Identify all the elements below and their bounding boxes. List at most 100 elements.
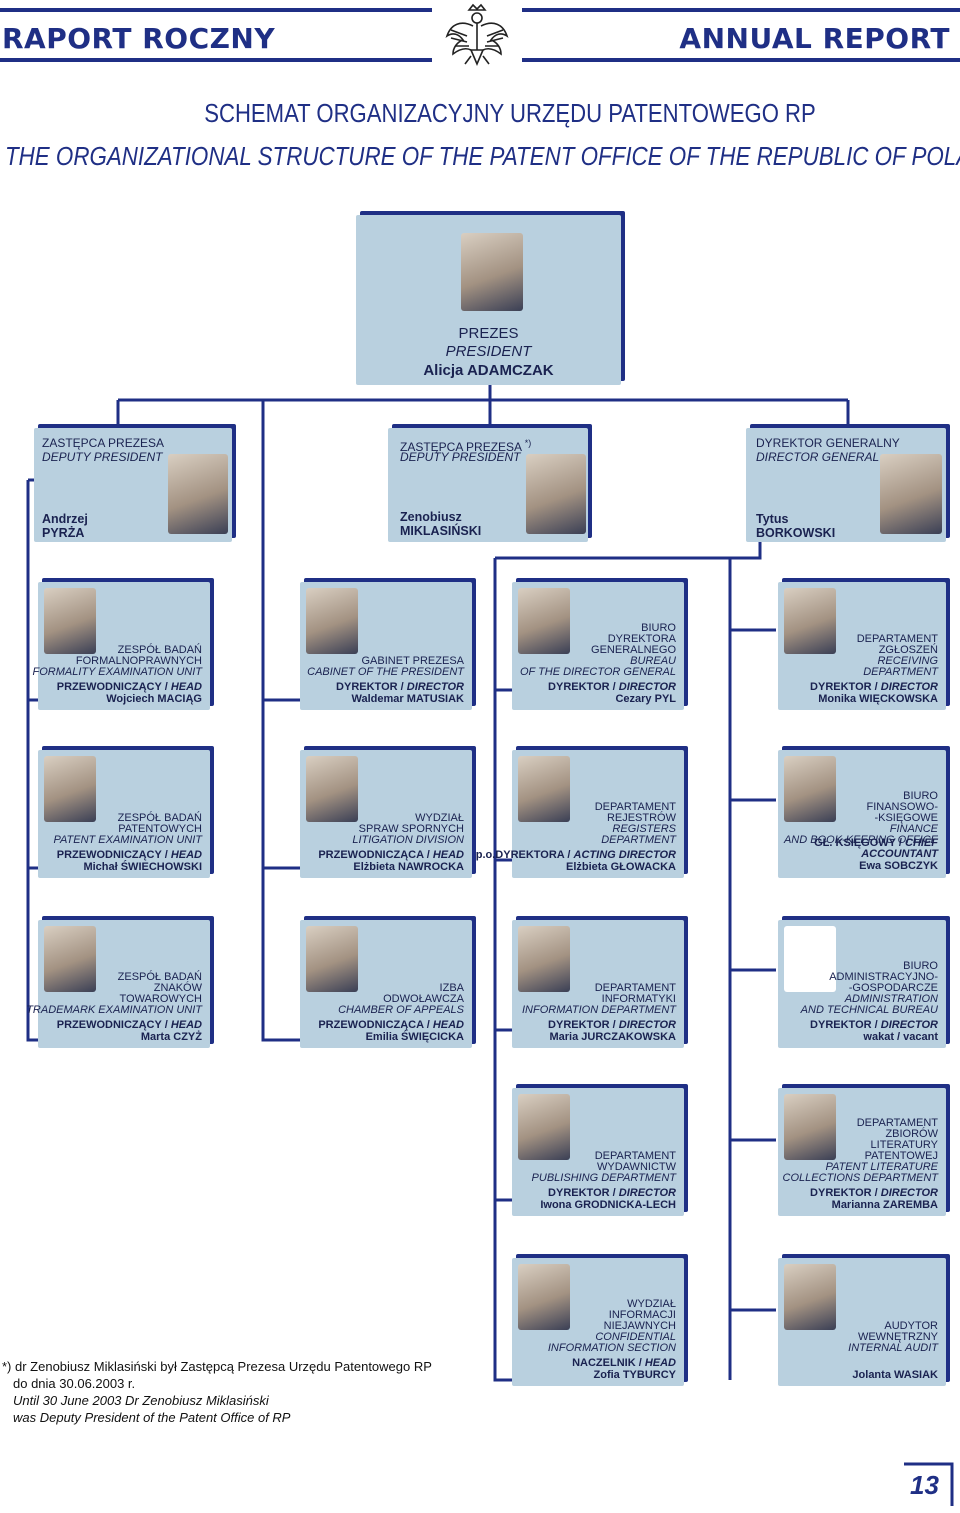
unit-title-en: DIRECTOR: [618, 1187, 676, 1199]
unit-label: -GOSPODARCZE: [848, 982, 938, 994]
header-left-title: RAPORT ROCZNY: [2, 22, 276, 55]
deputy-2-first-name: Zenobiusz: [400, 510, 462, 524]
president-name: Alicja ADAMCZAK: [423, 362, 554, 379]
unit-title: DYREKTOR / DIRECTOR: [336, 682, 464, 693]
unit-label: INFORMATION DEPARTMENT: [522, 1004, 676, 1016]
unit-label: REGISTERS: [612, 823, 676, 835]
unit-label: GABINET PREZESA: [361, 655, 465, 667]
footnote-line-3: Until 30 June 2003 Dr Zenobiusz Miklasiń…: [13, 1393, 269, 1408]
unit-person-name: Ewa SOBCZYK: [859, 860, 938, 872]
unit-label: ODWOŁAWCZA: [383, 993, 464, 1005]
unit-title-separator: /: [161, 849, 171, 861]
unit-title-pl: DYREKTOR: [810, 681, 872, 693]
unit-title-separator: /: [609, 1187, 619, 1199]
unit-label: AUDYTOR: [884, 1320, 938, 1332]
unit-title-pl: DYREKTOR: [548, 681, 610, 693]
unit-label: BUREAU: [630, 655, 676, 667]
unit-title-en: DIRECTOR: [618, 1019, 676, 1031]
unit-label: DEPARTAMENT: [594, 1150, 676, 1162]
unit-label: PATENTOWYCH: [118, 823, 202, 835]
unit-label: BIURO: [903, 960, 938, 972]
unit-label: RECEIVING: [877, 655, 938, 667]
unit-title-pl: DYREKTOR: [810, 1019, 872, 1031]
unit-title-pl: DYREKTOR: [810, 1187, 872, 1199]
unit-label: FINANSOWO-: [866, 801, 939, 813]
unit-label: WYDAWNICTW: [596, 1161, 676, 1173]
unit-photo: [306, 926, 358, 992]
unit-photo: [306, 756, 358, 822]
unit-person-name: Michał ŚWIECHOWSKI: [83, 861, 202, 873]
header-rule-right: [522, 8, 960, 12]
unit-label: TRADEMARK EXAMINATION UNIT: [26, 1004, 202, 1016]
unit-title-pl: DYREKTOR: [336, 681, 398, 693]
unit-label: DEPARTAMENT: [594, 801, 676, 813]
unit-label: TOWAROWYCH: [119, 993, 203, 1005]
deputy-1-last-name: PYRŻA: [42, 526, 85, 540]
deputy-box-1: ZASTĘPCA PREZESA DEPUTY PRESIDENT Andrze…: [34, 428, 232, 542]
unit-title: NACZELNIK / HEAD: [572, 1358, 676, 1369]
unit-title-en: HEAD: [432, 849, 464, 861]
unit-label: CONFIDENTIAL: [595, 1331, 676, 1343]
unit-label: INFORMATION SECTION: [547, 1342, 676, 1354]
unit-title-pl: PRZEWODNICZĄCA: [318, 1019, 424, 1031]
deputy-2-footnote-mark: *): [524, 438, 532, 448]
unit-label: CABINET OF THE PRESIDENT: [307, 666, 464, 678]
unit-photo: [784, 756, 836, 822]
deputy-2-role-en: DEPUTY PRESIDENT: [400, 450, 521, 464]
deputy-box-3: DYREKTOR GENERALNY DIRECTOR GENERAL Tytu…: [746, 428, 946, 542]
unit-label: LITIGATION DIVISION: [352, 834, 464, 846]
unit-title-separator: /: [871, 1019, 881, 1031]
unit-label: REJESTRÓW: [606, 812, 676, 824]
unit-label: FORMALITY EXAMINATION UNIT: [32, 666, 203, 678]
unit-person-name: Marianna ZAREMBA: [831, 1199, 938, 1211]
unit-title-separator: /: [895, 837, 905, 849]
deputy-3-photo: [880, 454, 942, 534]
unit-photo: [784, 1094, 836, 1160]
unit-person-name: Cezary PYL: [615, 693, 676, 705]
unit-label: WYDZIAŁ: [627, 1298, 676, 1310]
unit-photo: [518, 1094, 570, 1160]
unit-label: INFORMATYKI: [601, 993, 676, 1005]
unit-title-separator: /: [397, 681, 407, 693]
unit-label: DEPARTMENT: [601, 834, 676, 846]
deputy-1-first-name: Andrzej: [42, 512, 88, 526]
unit-photo: [44, 588, 96, 654]
unit-person-name: Iwona GRODNICKA-LECH: [540, 1199, 676, 1211]
unit-photo: [306, 588, 358, 654]
unit-title: DYREKTOR / DIRECTOR: [548, 682, 676, 693]
unit-title-pl: DYREKTOR: [548, 1019, 610, 1031]
unit-title: PRZEWODNICZĄCY / HEAD: [57, 850, 202, 861]
unit-label: COLLECTIONS DEPARTMENT: [782, 1172, 938, 1184]
deputy-2-photo: [526, 454, 586, 534]
unit-title-separator: /: [161, 1019, 171, 1031]
unit-label: PATENTOWEJ: [864, 1150, 938, 1162]
unit-label: AND BOOK-KEEPING OFFICE: [783, 834, 938, 846]
unit-title-en: DIRECTOR: [880, 681, 938, 693]
unit-title-en: DIRECTOR: [880, 1019, 938, 1031]
unit-title-en: HEAD: [644, 1357, 676, 1369]
unit-photo: [518, 926, 570, 992]
unit-label: SPRAW SPORNYCH: [358, 823, 464, 835]
unit-label: WYDZIAŁ: [415, 812, 464, 824]
footnote-line-2: do dnia 30.06.2003 r.: [13, 1376, 136, 1391]
president-photo: [461, 233, 523, 311]
unit-label: PATENT EXAMINATION UNIT: [53, 834, 202, 846]
unit-title: DYREKTOR / DIRECTOR: [810, 1020, 938, 1031]
deputy-1-photo: [168, 454, 228, 534]
unit-title-separator: /: [871, 1187, 881, 1199]
unit-title: PRZEWODNICZĄCA / HEAD: [318, 850, 464, 861]
unit-title: p.o.DYREKTORA / ACTING DIRECTOR: [476, 850, 676, 861]
unit-label: ADMINISTRACYJNO-: [829, 971, 938, 983]
unit-photo: [784, 588, 836, 654]
unit-photo: [784, 926, 836, 992]
unit-title: DYREKTOR / DIRECTOR: [810, 1188, 938, 1199]
